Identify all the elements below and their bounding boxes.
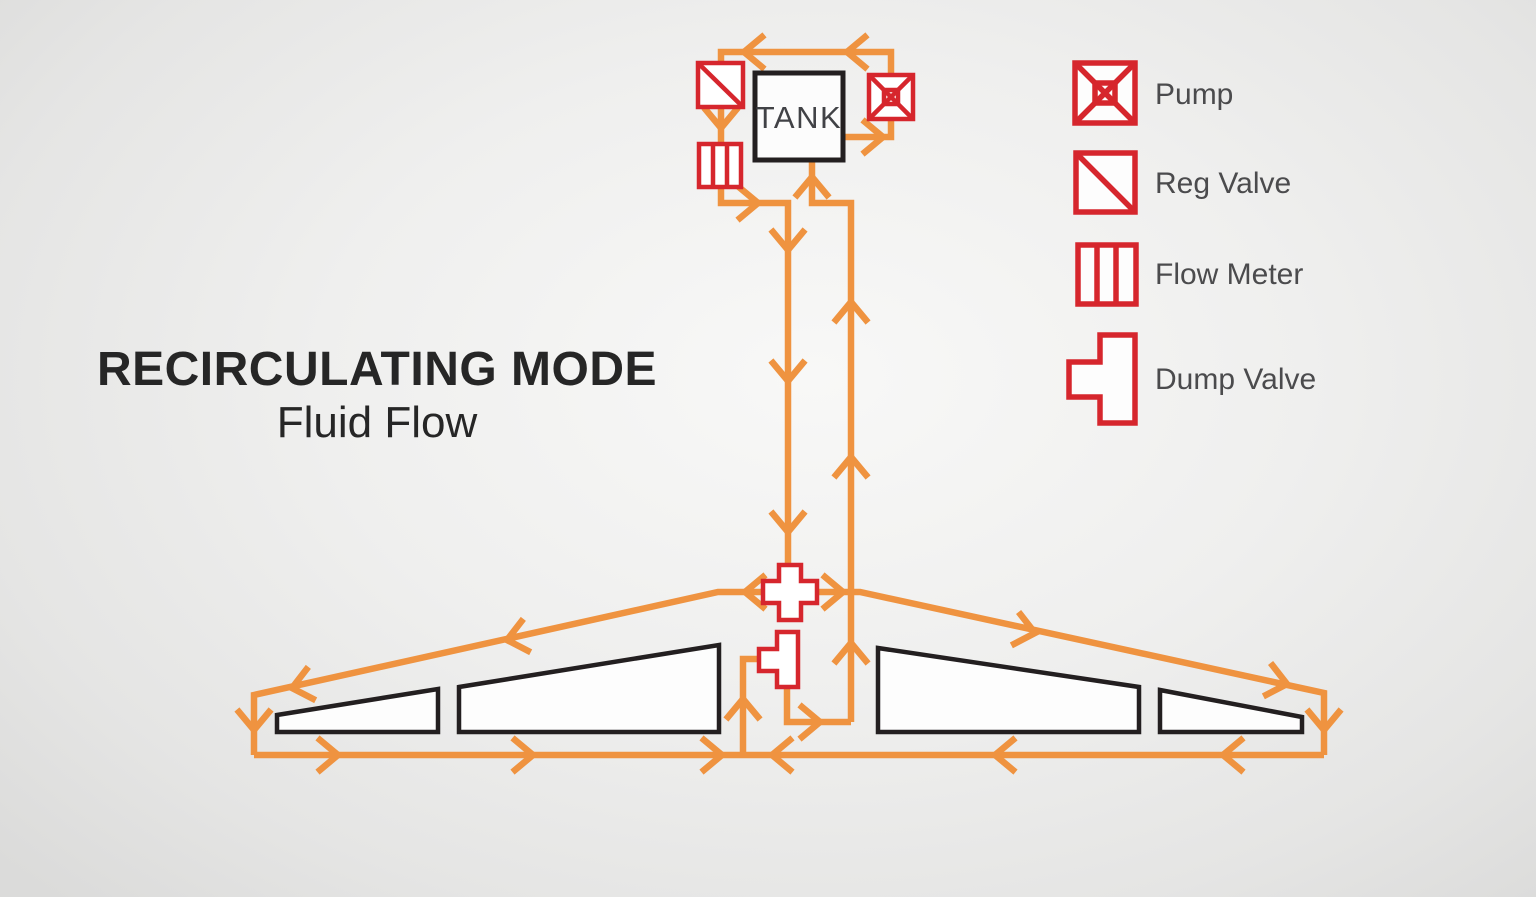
- wing-cell-left-inboard: [456, 642, 722, 735]
- pump-icon: [866, 72, 916, 122]
- legend-label: Pump: [1155, 78, 1233, 111]
- dump-valve-icon: [1066, 332, 1138, 426]
- legend-label: Reg Valve: [1155, 167, 1291, 200]
- dump-valve-icon: [756, 629, 801, 690]
- tank-label: TANK: [756, 100, 842, 135]
- legend-label: Dump Valve: [1155, 363, 1316, 396]
- pipe-dumpvalve-to-return: [783, 686, 851, 726]
- legend-item-dump-valve: Dump Valve: [1066, 332, 1316, 426]
- pipe-tank-to-pump: [843, 119, 895, 141]
- legend-item-reg-valve: Reg Valve: [1073, 150, 1291, 215]
- reg-valve-icon: [1073, 150, 1138, 215]
- title-line-1: RECIRCULATING MODE: [97, 343, 657, 396]
- wing-cell-left-outboard: [274, 686, 441, 735]
- reg-valve-icon: [695, 60, 746, 110]
- flow-meter-icon: [696, 141, 744, 190]
- schematic-symbols: [695, 60, 916, 690]
- diagram-title: RECIRCULATING MODE Fluid Flow: [97, 343, 657, 447]
- pipe-return-up: [808, 160, 855, 722]
- tank: TANK: [752, 70, 846, 163]
- pipe-manifold-to-dumpvalve: [739, 655, 760, 755]
- legend-label: Flow Meter: [1155, 258, 1303, 291]
- wing-cells: [274, 642, 1305, 735]
- tank-box: [752, 70, 846, 163]
- wing-cell-right-inboard: [875, 645, 1142, 735]
- legend-item-pump: Pump: [1072, 60, 1233, 126]
- wing-cell-right-outboard: [1157, 687, 1305, 735]
- legend-item-flow-meter: Flow Meter: [1075, 242, 1303, 307]
- flow-meter-icon: [1075, 242, 1139, 307]
- pump-icon: [1072, 60, 1138, 126]
- title-line-2: Fluid Flow: [277, 398, 478, 447]
- cross-junction-icon: [760, 562, 820, 623]
- pipe-pump-to-regvalve: [717, 48, 895, 75]
- pipe-supply-down: [717, 187, 792, 566]
- legend: Pump Reg Valve Flow Meter Dump Valve: [1066, 60, 1316, 426]
